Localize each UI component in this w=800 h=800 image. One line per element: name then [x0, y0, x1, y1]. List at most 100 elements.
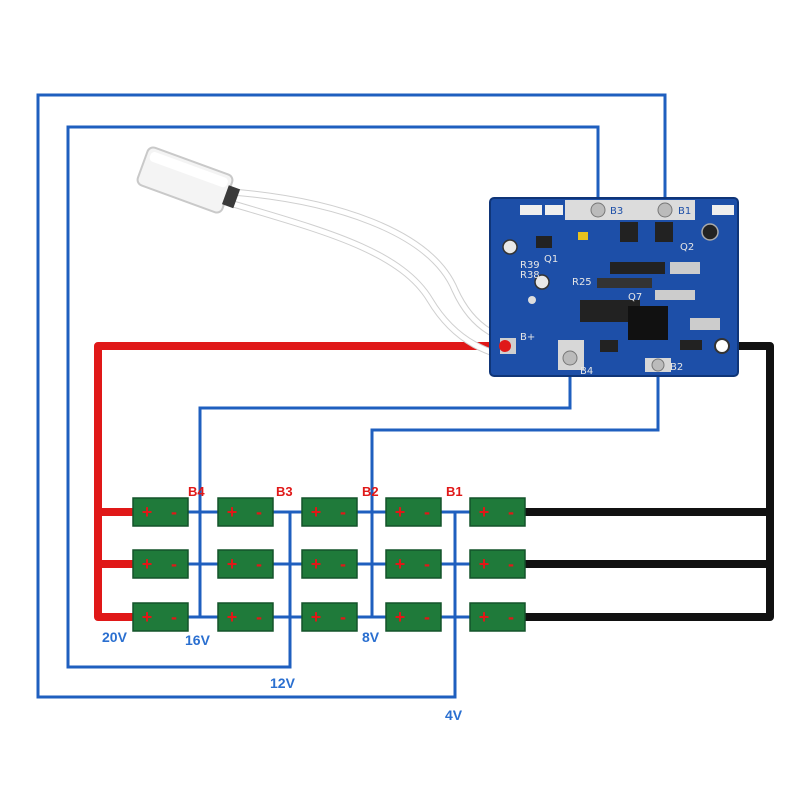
wire-b4-16v: [198, 363, 572, 492]
cell-plus-sign: +: [227, 607, 238, 627]
battery-cell-icon: +-: [217, 497, 274, 527]
cell-minus-sign: -: [424, 554, 430, 574]
cell-plus-sign: +: [395, 554, 406, 574]
cell-body: [217, 497, 274, 527]
pcb-silk-r39: R39: [520, 260, 540, 271]
ntc-thermistor-icon: [136, 146, 241, 214]
battery-cell-icon: +-: [132, 549, 189, 579]
cell-plus-sign: +: [311, 554, 322, 574]
battery-cell-icon: +-: [132, 497, 189, 527]
cell-body: [469, 549, 526, 579]
cell-minus-sign: -: [256, 607, 262, 627]
pcb-pad-b1: [657, 202, 673, 218]
node-label-b4: B4: [188, 484, 205, 499]
cell-plus-sign: +: [142, 607, 153, 627]
row-wires: [188, 510, 470, 619]
pcb-label-b-plus: B+: [520, 332, 535, 343]
cell-minus-sign: -: [340, 554, 346, 574]
cell-plus-sign: +: [311, 502, 322, 522]
pcb-pad-b3: [590, 202, 606, 218]
wire-b1-4v: [36, 93, 667, 699]
cell-plus-sign: +: [395, 502, 406, 522]
cell-plus-sign: +: [227, 554, 238, 574]
pcb-pad-b4: [562, 350, 578, 366]
cell-body: [385, 602, 442, 632]
pcb-silk-q7: Q7: [628, 292, 642, 303]
battery-cell-icon: +-: [132, 602, 189, 632]
cell-body: [385, 549, 442, 579]
cell-body: [217, 549, 274, 579]
voltage-label-20v: 20V: [102, 629, 128, 645]
cell-plus-sign: +: [479, 607, 490, 627]
node-label-b2: B2: [362, 484, 379, 499]
temperature-sensor: [136, 146, 547, 364]
b-plus-solder: [499, 340, 511, 352]
pcb-silk-r25: R25: [572, 277, 592, 288]
cell-body: [301, 602, 358, 632]
cell-minus-sign: -: [340, 607, 346, 627]
voltage-label-8v: 8V: [362, 629, 380, 645]
battery-cell-icon: +-: [469, 602, 526, 632]
cell-body: [469, 602, 526, 632]
cell-body: [385, 497, 442, 527]
battery-cell-icon: +-: [469, 497, 526, 527]
wire-b3-12v: [66, 125, 600, 669]
pcb-silk-q2: Q2: [680, 242, 694, 253]
positive-wire: [94, 342, 502, 621]
battery-cell-icon: +-: [385, 602, 442, 632]
node-label-b3: B3: [276, 484, 293, 499]
pcb-label-b4: B4: [580, 366, 593, 377]
node-label-b1: B1: [446, 484, 463, 499]
wire-b2-8v: [370, 366, 660, 492]
pcb-pad-b-minus: [714, 338, 730, 354]
cell-minus-sign: -: [256, 554, 262, 574]
cell-minus-sign: -: [340, 502, 346, 522]
cell-body: [217, 602, 274, 632]
voltage-label-12v: 12V: [270, 675, 296, 691]
battery-cell-icon: +-: [217, 602, 274, 632]
cell-plus-sign: +: [311, 607, 322, 627]
cell-plus-sign: +: [479, 554, 490, 574]
cell-body: [132, 497, 189, 527]
cell-body: [301, 549, 358, 579]
pcb-label-b1: B1: [678, 206, 691, 217]
battery-cell-icon: +-: [301, 497, 358, 527]
cell-minus-sign: -: [171, 502, 177, 522]
pcb-label-b3: B3: [610, 206, 623, 217]
bms-chip: [628, 306, 668, 340]
cell-plus-sign: +: [395, 607, 406, 627]
pcb-pad-b2: [651, 358, 665, 372]
battery-cells: +-+-+-+-+-+-+-+-+-+-+-+-+-+-+-: [132, 497, 526, 632]
battery-cell-icon: +-: [217, 549, 274, 579]
cell-plus-sign: +: [227, 502, 238, 522]
pcb-silk-q1: Q1: [544, 254, 558, 265]
cell-minus-sign: -: [171, 607, 177, 627]
cell-minus-sign: -: [171, 554, 177, 574]
cell-minus-sign: -: [508, 502, 514, 522]
battery-cell-icon: +-: [469, 549, 526, 579]
cell-plus-sign: +: [142, 554, 153, 574]
battery-cell-icon: +-: [301, 549, 358, 579]
red-b-plus-wire: [94, 342, 502, 621]
cell-minus-sign: -: [424, 607, 430, 627]
voltage-label-4v: 4V: [445, 707, 463, 723]
cell-body: [301, 497, 358, 527]
cell-body: [132, 549, 189, 579]
cell-body: [469, 497, 526, 527]
pcb-silk-r38: R38: [520, 270, 540, 281]
cell-minus-sign: -: [256, 502, 262, 522]
voltage-label-16v: 16V: [185, 632, 211, 648]
negative-wire: [525, 342, 774, 621]
pcb-label-b2: B2: [670, 362, 683, 373]
cell-body: [132, 602, 189, 632]
battery-cell-icon: +-: [385, 497, 442, 527]
cell-plus-sign: +: [479, 502, 490, 522]
cell-minus-sign: -: [424, 502, 430, 522]
black-b-minus-wire: [525, 342, 774, 621]
sense-wires: [36, 93, 667, 699]
cell-minus-sign: -: [508, 554, 514, 574]
battery-cell-icon: +-: [301, 602, 358, 632]
cell-plus-sign: +: [142, 502, 153, 522]
battery-cell-icon: +-: [385, 549, 442, 579]
